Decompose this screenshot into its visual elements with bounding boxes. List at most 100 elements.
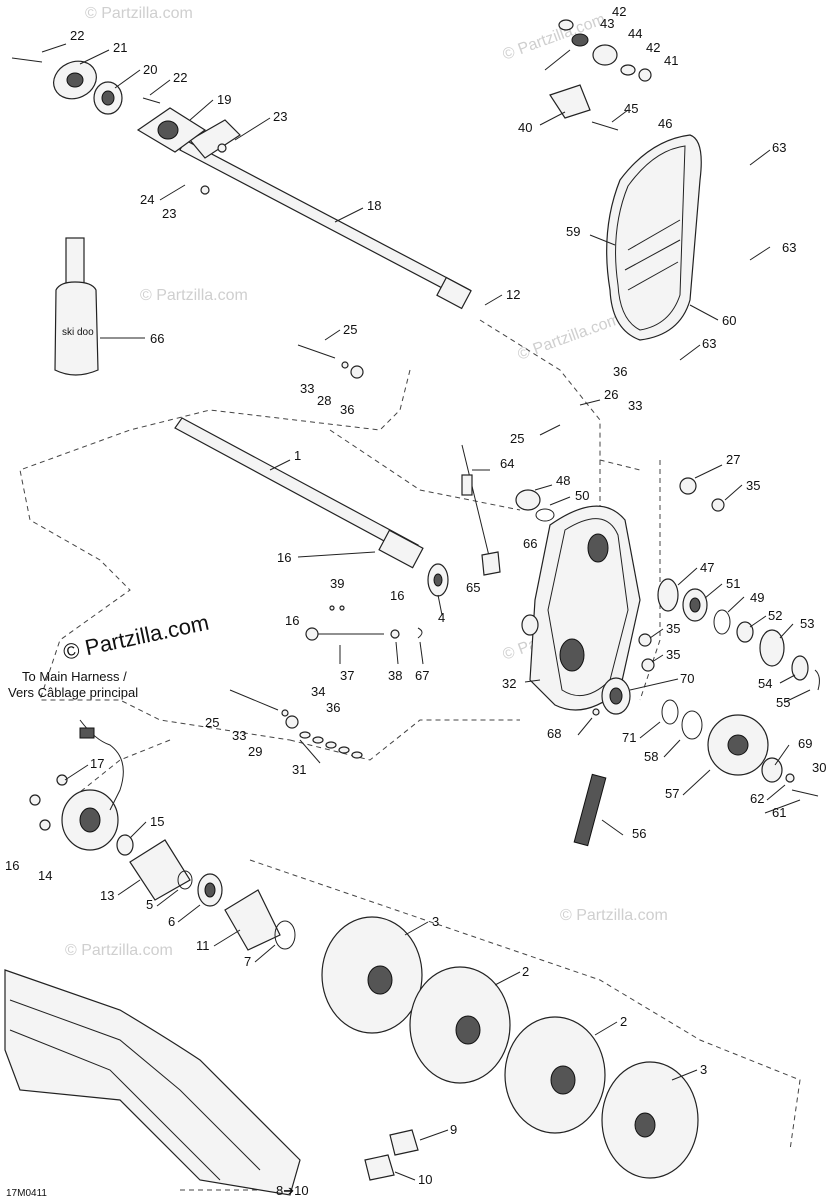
callout-68: 68 [547,726,561,741]
sprocket-2-center [409,966,511,1084]
callout-labels: 22 21 20 22 19 23 24 23 18 12 66 25 33 2… [5,4,826,1198]
callout-56: 56 [632,826,646,841]
callout-66: 66 [523,536,537,551]
callout-70: 70 [680,671,694,686]
callout-25: 25 [205,715,219,730]
callout-1: 1 [294,448,301,463]
callout-3: 3 [700,1062,707,1077]
drive-chain-56 [573,773,607,847]
callout-10: 10 [418,1172,432,1187]
callout-36: 36 [326,700,340,715]
callout-17: 17 [90,756,104,771]
callout-34: 34 [311,684,325,699]
callout-2: 2 [620,1014,627,1029]
callout-23: 23 [162,206,176,221]
callout-16: 16 [285,613,299,628]
track-8 [4,969,301,1196]
callout-40: 40 [518,120,532,135]
callout-15: 15 [150,814,164,829]
callout-16: 16 [5,858,19,873]
brand-watermark: © Partzilla.com [61,610,211,665]
callout-53: 53 [800,616,814,631]
lubricant-bottle: ski doo [54,237,99,376]
callout-33: 33 [232,728,246,743]
callout-42: 42 [646,40,660,55]
callout-21: 21 [113,40,127,55]
callout-23: 23 [273,109,287,124]
callout-3: 3 [432,914,439,929]
callout-63: 63 [772,140,786,155]
callout-11: 11 [196,938,210,953]
callout-44: 44 [628,26,642,41]
callout-61: 61 [772,805,786,820]
callout-32: 32 [502,676,516,691]
callout-51: 51 [726,576,740,591]
callout-64: 64 [500,456,514,471]
watermark: © Partzilla.com [65,942,173,959]
callout-39: 39 [330,576,344,591]
callout-49: 49 [750,590,764,605]
callout-60: 60 [722,313,736,328]
callout-4: 4 [438,610,445,625]
callout-31: 31 [292,762,306,777]
bolt-group-lower [229,689,363,759]
harness-note-line2: Vers Câblage principal [8,685,138,700]
callout-65: 65 [466,580,480,595]
bolt-group-25 [297,344,364,379]
watermark: © Partzilla.com [560,907,668,924]
callout-28: 28 [317,393,331,408]
callout-19: 19 [217,92,231,107]
callout-24: 24 [140,192,154,207]
callout-47: 47 [700,560,714,575]
leader-lines [41,43,811,1181]
callout-62: 62 [750,791,764,806]
callout-50: 50 [575,488,589,503]
callout-13: 13 [100,888,114,903]
callout-25: 25 [510,431,524,446]
callout-38: 38 [388,668,402,683]
wheel-3-right [601,1061,699,1179]
callout-36: 36 [340,402,354,417]
callout-7: 7 [244,954,251,969]
callout-52: 52 [768,608,782,623]
callout-35: 35 [746,478,760,493]
bearing-assembly-left [29,719,296,951]
figure-code: 17M0411 [6,1188,47,1199]
bearing-assembly-top-left [11,57,227,195]
callout-12: 12 [506,287,520,302]
callout-48: 48 [556,473,570,488]
callout-41: 41 [664,53,678,68]
watermark: © Partzilla.com [516,311,623,364]
callout-6: 6 [168,914,175,929]
callout-37: 37 [340,668,354,683]
callout-35: 35 [666,647,680,662]
callout-57: 57 [665,786,679,801]
callout-67: 67 [415,668,429,683]
callout-58: 58 [644,749,658,764]
washer-stack-31 [299,731,363,759]
callout-66: 66 [150,331,164,346]
callout-33: 33 [300,381,314,396]
callout-26: 26 [604,387,618,402]
dipstick-64 [461,444,501,576]
callout-54: 54 [758,676,772,691]
callout-22: 22 [173,70,187,85]
callout-43: 43 [600,16,614,31]
callout-9: 9 [450,1122,457,1137]
callout-18: 18 [367,198,381,213]
callout-42: 42 [612,4,626,19]
callout-63: 63 [702,336,716,351]
callout-46: 46 [658,116,672,131]
callout-2: 2 [522,964,529,979]
callout-59: 59 [566,224,580,239]
harness-note-line1: To Main Harness / [22,669,127,684]
callout-63: 63 [782,240,796,255]
chaincase-cover-59 [606,134,702,341]
watermark: © Partzilla.com [140,287,248,304]
gear-train-lower [592,677,819,797]
callout-71: 71 [622,730,636,745]
tensioner-group [549,19,652,131]
callout-8-10: 8➔10 [276,1183,309,1198]
callout-20: 20 [143,62,157,77]
